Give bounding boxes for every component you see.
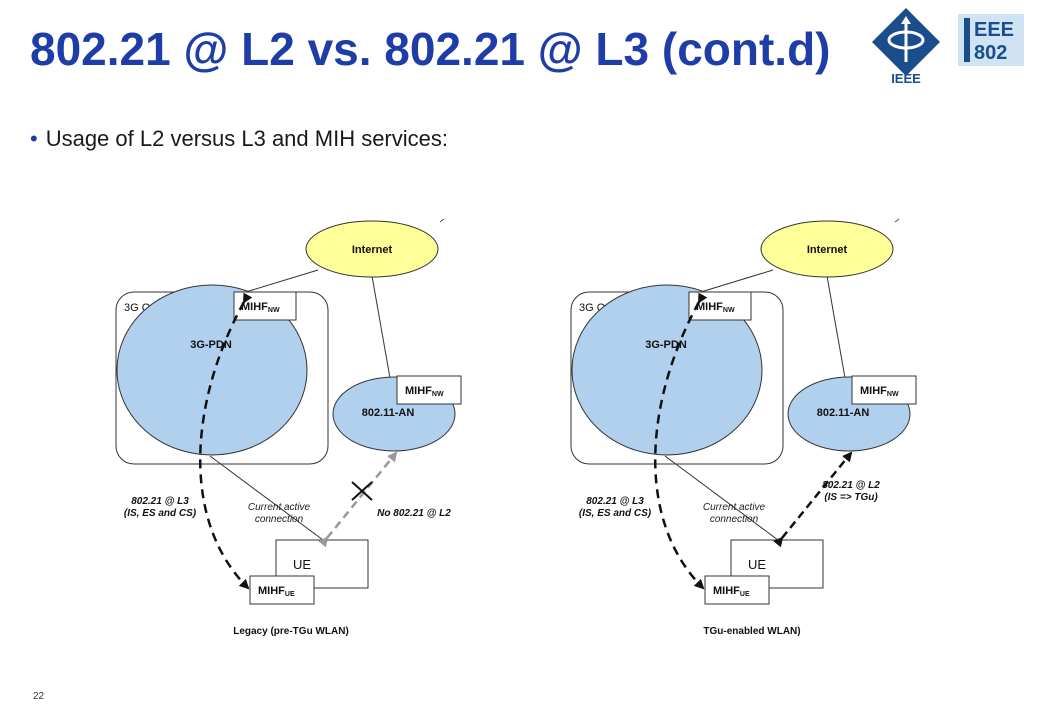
link-internet-an [826,275,846,379]
l2-label-line1: No 802.21 @ L2 [377,508,451,519]
link-internet-pdn [690,269,774,296]
ue-label: UE [748,557,766,572]
mihf-ue-label: MIHFUE [258,585,295,598]
l3-label-line2: (IS, ES and CS) [579,508,652,519]
diagram-caption: TGu-enabled WLAN) [703,626,800,637]
slide-title: 802.21 @ L2 vs. 802.21 @ L3 (cont.d) [30,23,831,75]
mihf-nw-an-box [396,375,462,405]
ieee-802-bottom-text: 802 [974,42,1007,64]
an-label: 802.11-AN [817,407,870,419]
stray-mark [894,218,900,223]
page-number: 22 [33,691,45,702]
internet-label: Internet [352,244,393,256]
current-connection-line2: connection [710,514,759,525]
l3-label-line1: 802.21 @ L3 [131,496,189,507]
an-label: 802.11-AN [362,407,415,419]
internet-label: Internet [807,244,848,256]
ue-label: UE [293,557,311,572]
l3-label-line1: 802.21 @ L3 [586,496,644,507]
ieee-802-bar [964,18,970,62]
current-connection-line1: Current active [703,502,766,513]
link-pdn-ue [664,455,779,541]
link-internet-pdn [235,269,319,296]
mihf-ue-label: MIHFUE [713,585,750,598]
ieee-802-top-text: EEE [974,19,1014,41]
link-pdn-ue [209,455,324,541]
mihf-nw-an-box [851,375,917,405]
internet-cloud [760,220,894,278]
blocked-cross-line2 [351,481,373,501]
current-connection-line2: connection [255,514,304,525]
pdn-label: 3G-PDN [190,339,232,351]
bullet-item: • Usage of L2 versus L3 and MIH services: [30,126,448,152]
pdn-label: 3G-PDN [645,339,687,351]
mihf-nw-an-label: MIHFNW [860,385,899,398]
stray-mark [439,218,445,223]
ieee-802-logo: EEE 802 [958,14,1024,66]
l2-label-line1: 802.21 @ L2 [822,480,880,491]
l3-label-line2: (IS, ES and CS) [124,508,197,519]
diagram-tgu: 3G Operator Internet 3G-PDN MIHFNW 802.1… [570,218,917,637]
pdn-network [571,284,763,456]
current-connection-line1: Current active [248,502,311,513]
ieee-logo: IEEE [872,8,940,84]
internet-cloud [305,220,439,278]
diagram-legacy: 3G Operator Internet 3G-PDN MIHFNW 802.1… [115,218,462,637]
bullet-text: Usage of L2 versus L3 and MIH services: [45,126,448,151]
ieee-arrow-head [901,16,911,24]
link-internet-an [371,275,391,379]
l2-label-line2: (IS => TGu) [824,492,878,503]
pdn-network [116,284,308,456]
l2-connection-arrow-blocked [318,451,398,548]
mihf-ue-box [249,575,315,605]
mihf-ue-box [704,575,770,605]
bullet-dot-icon: • [30,126,38,151]
diagram-caption: Legacy (pre-TGu WLAN) [233,626,349,637]
l2-connection-arrow [773,451,853,548]
mihf-nw-an-label: MIHFNW [405,385,444,398]
ieee-logo-text: IEEE [891,71,921,84]
